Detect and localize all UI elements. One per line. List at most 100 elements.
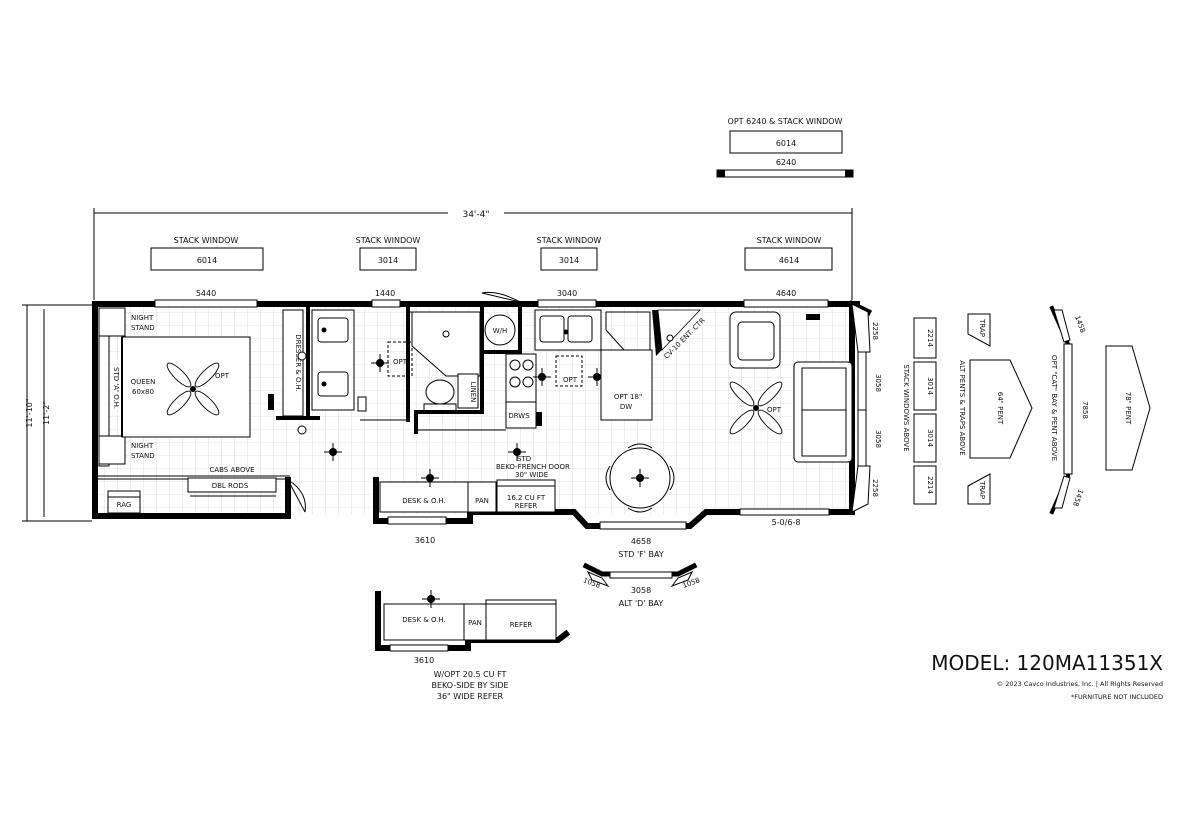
- tv-icon: [666, 334, 674, 342]
- opt-skylight: [555, 355, 583, 387]
- kitchen: DRWS OPT OPT 18" DW CV-10 ENT. CTR STD B…: [416, 309, 707, 479]
- window-3058: [609, 571, 673, 579]
- opt-skylight: [387, 341, 413, 377]
- bottom-labels: 3610 4658 STD 'F' BAY 5-0/6-8 1058 1058 …: [415, 518, 801, 608]
- window-size: 5440: [196, 289, 216, 298]
- stack-window-box: [744, 247, 833, 271]
- stack-box: [913, 413, 937, 463]
- stack-window-box: [150, 247, 264, 271]
- window-size: 1458: [1071, 488, 1085, 507]
- stack-box: [913, 465, 937, 505]
- cabs-above: CABS ABOVE: [209, 466, 254, 474]
- std-f-bay: STD 'F' BAY: [618, 550, 664, 559]
- slider-door: [739, 508, 830, 516]
- door-leaf: [481, 292, 521, 303]
- window-4640: [743, 299, 829, 308]
- stack-window-box: [540, 247, 598, 271]
- night-stand-top-1: NIGHT: [131, 314, 154, 322]
- opt-window-6240: [716, 169, 854, 178]
- chair-icon: [627, 507, 653, 513]
- pan-label: PAN: [475, 497, 489, 505]
- window-size: 3040: [557, 289, 577, 298]
- window-4658: [599, 521, 687, 530]
- alt-kitchen-layout: DESK & O.H. PAN REFER 3610 W/OPT 20.5 CU…: [375, 589, 571, 701]
- bay-window-3058: [857, 351, 867, 411]
- chair-icon: [605, 465, 611, 491]
- bathroom: OPT LINEN: [311, 304, 484, 434]
- alt-note-1: W/OPT 20.5 CU FT: [434, 670, 507, 679]
- stack-window-label: STACK WINDOW: [537, 236, 602, 245]
- stack-windows: STACK WINDOW 6014 STACK WINDOW 3014 STAC…: [150, 236, 833, 271]
- alt-window-size: 3610: [414, 656, 434, 665]
- faucet-icon: [321, 327, 327, 333]
- rag-label: RAG: [117, 501, 132, 509]
- bay-window-2258: [851, 465, 871, 513]
- opt-light-label: OPT: [393, 358, 408, 366]
- window-1058: [670, 571, 694, 588]
- alt-kitchen-wall: [375, 591, 571, 651]
- burner-icon: [509, 359, 521, 371]
- stack-window-label: STACK WINDOW: [757, 236, 822, 245]
- window-5440: [154, 299, 258, 308]
- dresser-label: DRESSER & O.H.: [294, 334, 302, 392]
- desk: [379, 481, 469, 513]
- water-heater-icon: [484, 314, 516, 346]
- alt-desk: [383, 603, 465, 641]
- pent78: 78" PENT: [1124, 392, 1132, 425]
- model-block: MODEL: 120MA11351X © 2023 Cavco Industri…: [931, 651, 1163, 701]
- burner-icon: [522, 359, 534, 371]
- pent64: 64" PENT: [996, 392, 1004, 425]
- living-fan-opt: OPT: [767, 406, 782, 414]
- pantry: [467, 481, 497, 513]
- right-bay: 2258 3058 3058 2258: [847, 299, 882, 513]
- burner-icon: [522, 376, 534, 388]
- model-name: MODEL: 120MA11351X: [931, 651, 1163, 675]
- opt-light-label: OPT: [563, 376, 578, 384]
- queen-bed: [121, 336, 251, 438]
- island: [600, 349, 653, 421]
- opt-stack-lower: 6240: [776, 158, 796, 167]
- stack-window-value: 3014: [378, 256, 398, 265]
- wall-interior: [414, 304, 484, 434]
- window-size: 2258: [871, 322, 879, 340]
- dw-label: OPT 18": [614, 393, 642, 401]
- linen-label: LINEN: [469, 382, 477, 403]
- window-1458: [1053, 475, 1071, 509]
- window-jamb: [717, 170, 725, 177]
- window-size: 3058: [631, 586, 651, 595]
- fan-opt: OPT: [215, 372, 230, 380]
- burner-icon: [509, 376, 521, 388]
- stack-value: 3014: [926, 377, 934, 395]
- smoke-detector-icon: [297, 351, 307, 361]
- window-3040: [537, 299, 597, 308]
- trap-top: TRAP: [978, 318, 986, 337]
- opt-cat-bay: OPT "CAT" BAY & PENT ABOVE: [1050, 355, 1058, 461]
- bedroom: NIGHT STAND NIGHT STAND STD 'A' O.H. QUE…: [97, 304, 320, 514]
- window-size: 7858: [1081, 401, 1089, 419]
- stack-window-box: [359, 247, 417, 271]
- top-windows: 5440 1440 3040 4640: [196, 289, 796, 298]
- stack-box: [913, 361, 937, 411]
- night-stand: [98, 307, 126, 337]
- std-a-oh: STD 'A' O.H.: [112, 367, 120, 409]
- desk-pantry-refer: DESK & O.H. PAN 16.2 CU FT REFER: [323, 442, 556, 513]
- medicine-cabinet: [357, 396, 367, 412]
- window-3610: [389, 644, 449, 652]
- opt-stack-box: [729, 130, 843, 154]
- alt-note-3: 36" WIDE REFER: [437, 692, 504, 701]
- bed-size: 60x80: [132, 388, 154, 396]
- hvac-register: [536, 412, 542, 426]
- door-swing: [287, 479, 306, 513]
- overall-dimension: 34'-4" 11'-10" 11'-2": [22, 208, 853, 522]
- shower-drain-icon: [442, 330, 450, 338]
- night-stand-bottom-2: STAND: [131, 452, 155, 460]
- dbl-rods: [187, 477, 277, 493]
- chair-icon: [669, 465, 675, 491]
- trap-shape: [967, 473, 991, 505]
- window-size: 2258: [871, 479, 879, 497]
- window-1458: [1053, 309, 1071, 343]
- alt-refer-label: REFER: [510, 621, 533, 629]
- alt-d-bay-label: ALT 'D' BAY: [619, 599, 664, 608]
- stack-window-label: STACK WINDOW: [174, 236, 239, 245]
- window-jamb: [845, 170, 853, 177]
